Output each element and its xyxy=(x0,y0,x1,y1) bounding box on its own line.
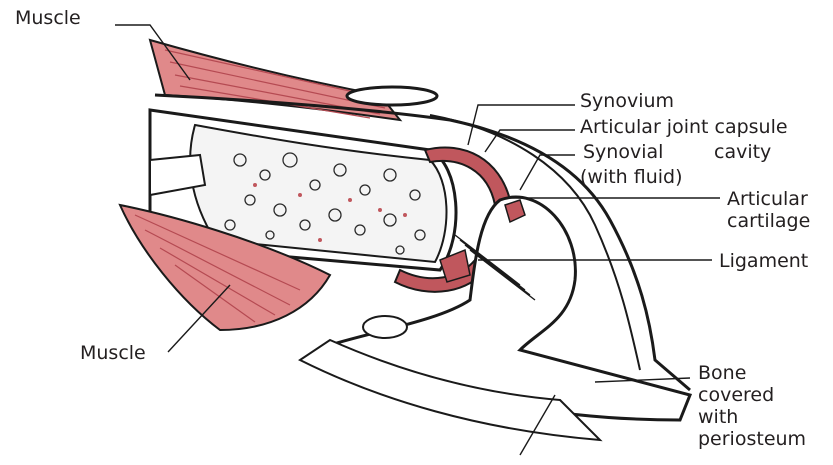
label-synovial-cavity-a: Synovial xyxy=(583,141,663,163)
label-ligament: Ligament xyxy=(719,250,808,272)
label-bone-3: with xyxy=(698,406,806,428)
label-bone-periosteum: Bone covered with periosteum xyxy=(698,362,806,450)
label-muscle-top: Muscle xyxy=(15,7,81,29)
label-bone-1: Bone xyxy=(698,362,806,384)
upper-muscle xyxy=(150,40,400,120)
label-synovial-cavity-c: (with fluid) xyxy=(580,166,683,188)
label-articular-cartilage: Articular cartilage xyxy=(727,188,810,232)
sesamoid-top xyxy=(347,87,437,105)
label-bone-2: covered xyxy=(698,384,806,406)
label-articular-cartilage-1: Articular xyxy=(727,188,810,210)
label-articular-joint-capsule: Articular joint capsule xyxy=(580,116,788,138)
vessel-oval xyxy=(363,316,407,338)
label-bone-4: periosteum xyxy=(698,428,806,450)
label-synovial-cavity-b: cavity xyxy=(714,141,771,163)
label-synovium: Synovium xyxy=(580,90,674,112)
label-muscle-bottom: Muscle xyxy=(80,342,146,364)
label-articular-cartilage-2: cartilage xyxy=(727,210,810,232)
